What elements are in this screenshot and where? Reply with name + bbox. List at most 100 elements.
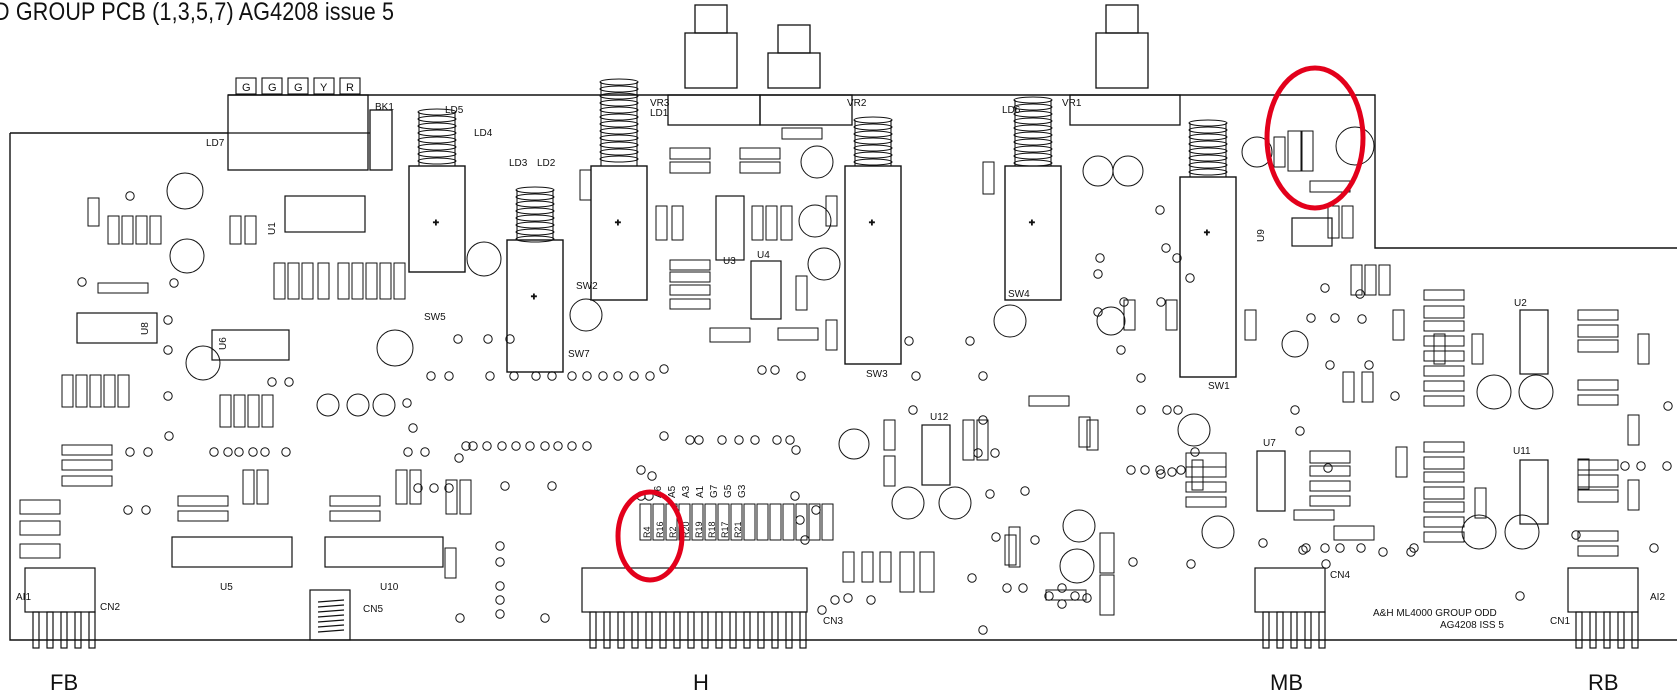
connector-ref-label: CN3 — [823, 616, 843, 627]
connector-pin — [659, 611, 667, 649]
test-point — [685, 435, 695, 445]
resistor — [1378, 264, 1391, 296]
test-point — [511, 441, 521, 451]
resistor — [1342, 371, 1355, 403]
test-point — [420, 447, 430, 457]
test-point — [817, 605, 827, 615]
resistor — [1099, 574, 1115, 616]
test-point — [284, 377, 294, 387]
resistor — [1423, 456, 1465, 470]
test-point — [1057, 583, 1067, 593]
pots — [667, 4, 1181, 126]
connector-pin — [757, 611, 765, 649]
resistor — [1577, 545, 1619, 557]
test-point — [567, 441, 577, 451]
connector-pin — [743, 611, 751, 649]
connector-housing — [24, 567, 96, 613]
test-point — [1128, 557, 1138, 567]
resistor — [1004, 534, 1017, 566]
resistor-array-element — [743, 503, 756, 541]
led-label: LD7 — [206, 138, 225, 149]
test-point — [482, 441, 492, 451]
test-point — [796, 371, 806, 381]
ic-label: U7 — [1263, 438, 1276, 449]
test-point — [1571, 530, 1581, 540]
resistor — [379, 262, 392, 300]
resistor — [671, 205, 684, 241]
connector-pin — [1290, 611, 1298, 649]
cn5-thread — [317, 619, 345, 623]
connector-pin — [1262, 611, 1270, 649]
resistor — [1185, 481, 1227, 493]
resistor — [1423, 380, 1465, 392]
test-point — [553, 441, 563, 451]
test-point — [500, 481, 510, 491]
cn5-socket — [309, 589, 351, 641]
test-point — [1093, 269, 1103, 279]
connector-label-rb: RB — [1588, 670, 1619, 695]
resistor — [1423, 365, 1465, 377]
resistor — [883, 455, 896, 487]
test-point — [1649, 543, 1659, 553]
connector-pin — [60, 611, 68, 649]
test-point — [978, 625, 988, 635]
resistor — [61, 374, 74, 408]
resistor — [1423, 350, 1465, 362]
header-pin-label: Y — [320, 82, 328, 94]
test-point — [402, 398, 412, 408]
connector-pin — [1617, 611, 1625, 649]
capacitor — [1335, 126, 1375, 166]
test-point — [973, 448, 983, 458]
switch-label: SW2 — [576, 281, 598, 292]
resistor — [329, 510, 381, 522]
connector-ref-label: CN1 — [1550, 616, 1570, 627]
test-point — [495, 595, 505, 605]
connector-pin — [1631, 611, 1639, 649]
resistor — [219, 394, 232, 428]
test-point — [164, 431, 174, 441]
resistor — [19, 543, 61, 559]
test-point — [908, 405, 918, 415]
resistor — [1577, 309, 1619, 321]
test-point — [1044, 591, 1054, 601]
connector-pin — [1318, 611, 1326, 649]
capacitor — [1281, 330, 1309, 358]
test-point — [267, 377, 277, 387]
connector-pin — [729, 611, 737, 649]
resistor — [351, 262, 364, 300]
resistor — [1433, 333, 1446, 365]
resistor — [669, 161, 711, 174]
resistor — [107, 215, 120, 245]
resistor-array-element — [769, 503, 782, 541]
connector-pin — [88, 611, 96, 649]
capacitor — [938, 486, 972, 520]
test-point — [911, 371, 921, 381]
test-point — [1082, 593, 1092, 603]
ic-label: U9 — [1256, 229, 1267, 242]
switch-label: SW1 — [1208, 381, 1230, 392]
resistor — [1361, 371, 1374, 403]
resistor-array-element — [808, 503, 821, 541]
test-point — [811, 505, 821, 515]
resistor — [1333, 525, 1375, 541]
resistor — [409, 469, 422, 505]
resistor — [1627, 479, 1640, 511]
resistor — [1423, 320, 1465, 332]
pot-label: VR2 — [847, 98, 867, 109]
pin-label: A3 — [681, 485, 692, 498]
capacitor — [1504, 514, 1540, 550]
ic-label: U1 — [267, 222, 278, 235]
test-point — [1355, 289, 1365, 299]
resistor — [444, 547, 457, 579]
test-point — [978, 415, 988, 425]
test-point — [1258, 538, 1268, 548]
resistor — [1577, 379, 1619, 391]
resistor — [177, 510, 229, 522]
resistor — [1165, 299, 1178, 331]
resistor — [1577, 474, 1619, 488]
test-point — [1190, 447, 1200, 457]
resistor — [1577, 394, 1619, 406]
test-point — [1295, 426, 1305, 436]
ic-package — [1256, 450, 1286, 512]
resistor — [1309, 480, 1351, 492]
